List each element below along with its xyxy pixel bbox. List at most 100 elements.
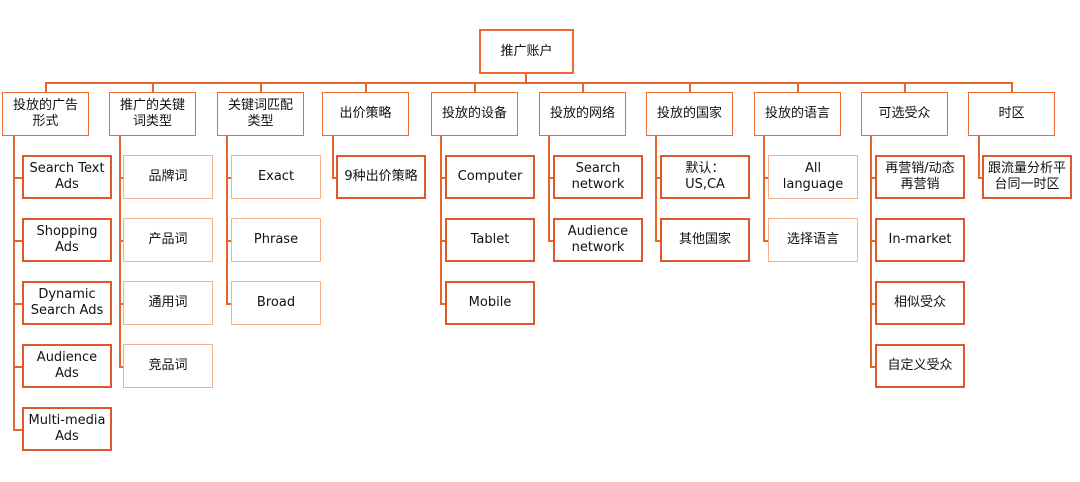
category-node: 可选受众 <box>861 92 948 136</box>
child-node: Shopping Ads <box>22 218 112 262</box>
category-label: 投放的国家 <box>656 106 722 121</box>
category-label: 投放的设备 <box>441 106 507 121</box>
child-stem-line <box>440 136 442 304</box>
child-branch-line <box>870 366 875 368</box>
child-label: Dynamic Search Ads <box>30 287 104 318</box>
child-label: All language <box>782 161 844 192</box>
child-stem-line <box>548 136 550 241</box>
child-label: Exact <box>257 169 295 184</box>
category-drop-line <box>688 82 691 92</box>
child-node: Multi-media Ads <box>22 407 112 451</box>
child-branch-line <box>870 303 875 305</box>
child-node: Audience Ads <box>22 344 112 388</box>
child-label: Tablet <box>470 232 510 247</box>
child-branch-line <box>13 429 22 431</box>
child-node: Computer <box>445 155 535 199</box>
child-node: Audience network <box>553 218 643 262</box>
category-label: 时区 <box>998 106 1025 121</box>
child-node: 自定义受众 <box>875 344 965 388</box>
child-node: In-market <box>875 218 965 262</box>
child-node: 其他国家 <box>660 218 750 262</box>
child-branch-line <box>870 177 875 179</box>
category-node: 关键词匹配类型 <box>217 92 304 136</box>
child-branch-line <box>13 177 22 179</box>
child-node: Broad <box>231 281 321 325</box>
root-label: 推广账户 <box>500 43 553 59</box>
child-label: 品牌词 <box>148 169 188 184</box>
child-node: Dynamic Search Ads <box>22 281 112 325</box>
child-label: 竞品词 <box>148 358 188 373</box>
child-branch-line <box>13 303 22 305</box>
child-branch-line <box>440 303 445 305</box>
child-node: 竞品词 <box>123 344 213 388</box>
child-label: 再营销/动态再营销 <box>885 161 955 192</box>
child-branch-line <box>440 177 445 179</box>
category-label: 关键词匹配类型 <box>227 98 293 129</box>
category-label: 投放的广告形式 <box>12 98 78 129</box>
category-label: 投放的网络 <box>549 106 615 121</box>
child-stem-line <box>13 136 15 430</box>
child-label: Shopping Ads <box>36 224 98 255</box>
child-label: Multi-media Ads <box>28 413 106 444</box>
child-node: Phrase <box>231 218 321 262</box>
category-drop-line <box>44 82 47 92</box>
child-branch-line <box>763 177 768 179</box>
child-branch-line <box>13 240 22 242</box>
child-node: 默认：US,CA <box>660 155 750 199</box>
category-drop-line <box>581 82 584 92</box>
child-node: Tablet <box>445 218 535 262</box>
child-branch-line <box>119 366 123 368</box>
child-branch-line <box>655 177 660 179</box>
child-branch-line <box>870 240 875 242</box>
category-label: 推广的关键词类型 <box>119 98 185 129</box>
category-drop-line <box>151 82 154 92</box>
child-label: Search Text Ads <box>29 161 105 192</box>
child-node: 产品词 <box>123 218 213 262</box>
child-label: 选择语言 <box>786 232 839 247</box>
child-label: Broad <box>256 295 296 310</box>
child-node: 品牌词 <box>123 155 213 199</box>
child-label: Audience network <box>567 224 629 255</box>
child-branch-line <box>119 240 123 242</box>
child-stem-line <box>119 136 121 367</box>
category-label: 出价策略 <box>339 106 392 121</box>
child-node: 选择语言 <box>768 218 858 262</box>
child-stem-line <box>332 136 334 178</box>
child-branch-line <box>548 240 553 242</box>
child-branch-line <box>226 177 231 179</box>
category-drop-line <box>259 82 262 92</box>
child-stem-line <box>870 136 872 367</box>
category-bus-line <box>45 82 1012 84</box>
category-drop-line <box>364 82 367 92</box>
child-node: 再营销/动态再营销 <box>875 155 965 199</box>
child-label: 相似受众 <box>893 295 946 310</box>
category-node: 时区 <box>968 92 1055 136</box>
child-node: Exact <box>231 155 321 199</box>
category-node: 推广的关键词类型 <box>109 92 196 136</box>
category-node: 投放的广告形式 <box>2 92 89 136</box>
child-label: Audience Ads <box>36 350 98 381</box>
child-branch-line <box>763 240 768 242</box>
category-node: 投放的国家 <box>646 92 733 136</box>
child-branch-line <box>332 177 336 179</box>
child-branch-line <box>226 240 231 242</box>
child-label: Computer <box>457 169 523 184</box>
category-node: 投放的语言 <box>754 92 841 136</box>
child-branch-line <box>548 177 553 179</box>
child-stem-line <box>763 136 765 241</box>
child-node: Mobile <box>445 281 535 325</box>
child-branch-line <box>226 303 231 305</box>
child-stem-line <box>655 136 657 241</box>
child-branch-line <box>13 366 22 368</box>
child-label: 默认：US,CA <box>685 161 725 192</box>
root-connector <box>525 74 527 83</box>
category-label: 可选受众 <box>878 106 931 121</box>
child-node: 相似受众 <box>875 281 965 325</box>
category-drop-line <box>903 82 906 92</box>
child-stem-line <box>978 136 980 178</box>
child-branch-line <box>119 177 123 179</box>
child-label: 跟流量分析平台同一时区 <box>988 161 1067 192</box>
child-label: In-market <box>888 232 952 247</box>
child-label: 通用词 <box>148 295 188 310</box>
